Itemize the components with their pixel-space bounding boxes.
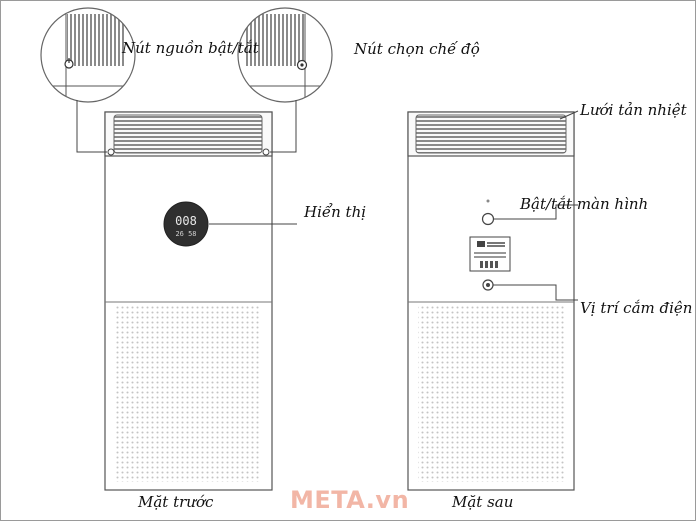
screen-toggle-button xyxy=(481,212,495,226)
power-socket-label: Vị trí cắm điện xyxy=(580,299,693,317)
power-button-label: Nút nguồn bật/tắt xyxy=(122,39,259,57)
mode-button-label: Nút chọn chế độ xyxy=(354,40,480,58)
screen-toggle-label: Bật/tắt màn hình xyxy=(520,195,649,213)
back-caption: Mặt sau xyxy=(452,493,514,511)
display-label: Hiển thị xyxy=(304,203,367,221)
front-unit xyxy=(104,111,273,491)
display-readout-bottom: 26 58 xyxy=(175,230,196,238)
back-unit xyxy=(407,111,575,491)
watermark-logo: META.vn xyxy=(290,486,410,514)
front-mode-button xyxy=(262,148,270,156)
display-readout-top: 008 xyxy=(175,214,197,228)
display-screen xyxy=(163,201,209,247)
back-intake-mesh xyxy=(418,306,564,482)
heat-grille xyxy=(415,114,567,154)
heat-grille-label: Lưới tản nhiệt xyxy=(580,101,687,119)
front-power-button xyxy=(107,148,115,156)
front-caption: Mặt trước xyxy=(138,493,214,511)
mode-button-zoom xyxy=(237,7,333,103)
front-intake-mesh xyxy=(116,306,261,482)
